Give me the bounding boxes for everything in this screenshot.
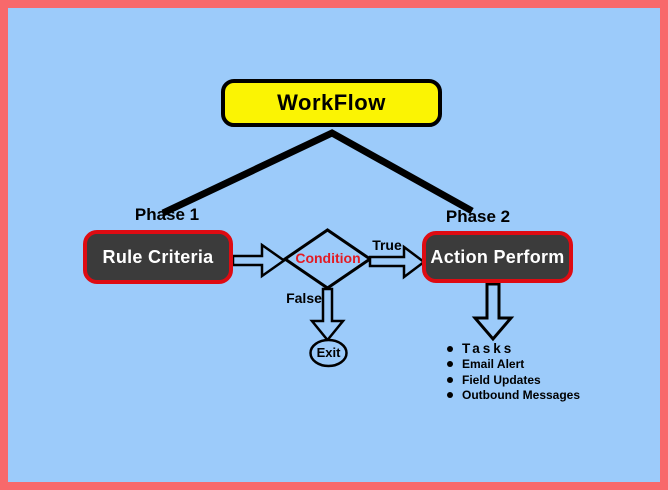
true-edge-label: True: [372, 237, 402, 253]
branch-lines: [161, 129, 474, 217]
action-perform-node: Action Perform: [422, 231, 573, 283]
bullet-icon: [447, 361, 453, 368]
bullet-icon: [447, 345, 453, 352]
action-output-list: Tasks Email Alert Field Updates Outbound…: [447, 341, 580, 403]
list-item-email-alert: Email Alert: [447, 357, 580, 373]
list-item-outbound-messages: Outbound Messages: [447, 388, 580, 404]
bullet-icon: [447, 392, 453, 399]
phase2-label: Phase 2: [445, 207, 511, 226]
workflow-title: WorkFlow: [277, 90, 386, 115]
action-perform-label: Action Perform: [430, 246, 565, 267]
arrow-condition-to-action: [368, 244, 427, 280]
condition-label: Condition: [295, 250, 361, 266]
list-item-tasks: Tasks: [447, 341, 580, 357]
list-item-label: Email Alert: [462, 357, 525, 372]
false-edge-label: False: [286, 290, 322, 306]
bullet-icon: [447, 376, 453, 383]
rule-criteria-label: Rule Criteria: [102, 246, 214, 267]
phase1-label: Phase 1: [134, 205, 200, 224]
arrow-action-down: [471, 282, 515, 342]
list-item-field-updates: Field Updates: [447, 372, 580, 388]
exit-label: Exit: [316, 345, 341, 360]
workflow-title-box: WorkFlow: [221, 79, 442, 127]
arrow-false-down: [309, 287, 346, 342]
list-item-label: Field Updates: [462, 372, 541, 387]
exit-oval: [309, 338, 348, 368]
list-item-label: Outbound Messages: [462, 388, 581, 403]
list-item-label: Tasks: [462, 341, 515, 357]
rule-criteria-node: Rule Criteria: [83, 230, 233, 284]
arrow-rule-to-condition: [231, 242, 287, 279]
